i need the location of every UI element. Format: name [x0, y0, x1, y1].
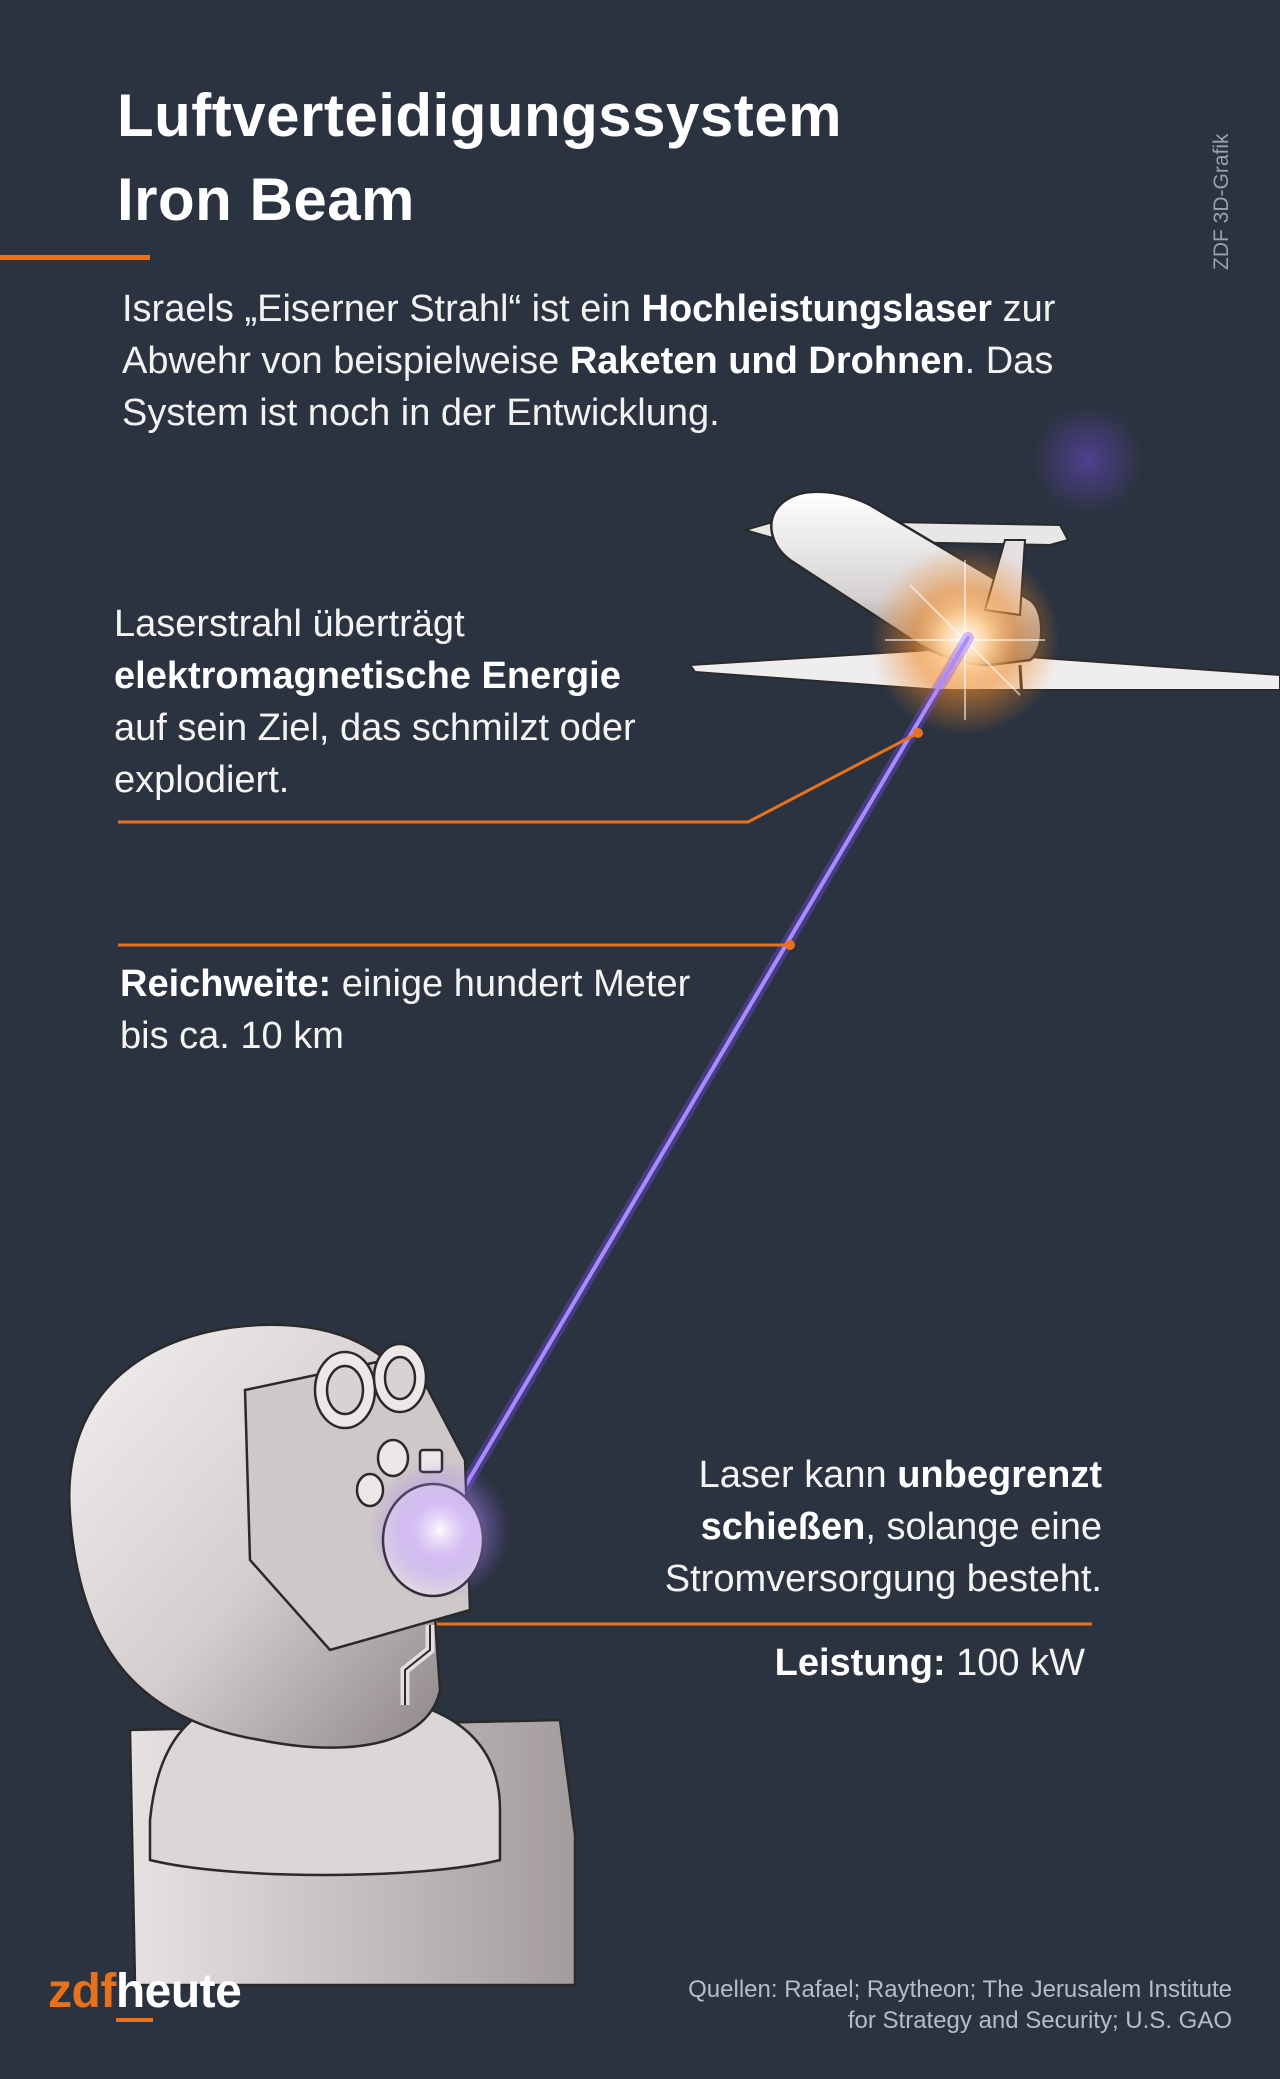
callout-text: einige hundert Meter bis ca. 10 km	[120, 963, 691, 1057]
callout-highlight: elektromagnetische Energie	[114, 655, 621, 697]
intro-text-part: . Das System ist noch in der Entwicklung…	[122, 340, 1054, 434]
title-accent-bar	[0, 255, 150, 260]
laser-beam	[443, 636, 970, 1522]
emitter-glow	[370, 1460, 510, 1600]
intro-text-part: Israels „Eiserner Strahl“ ist ein	[122, 288, 642, 330]
callout-unlimited-shots: Laser kann unbegrenzt schießen, solange …	[560, 1449, 1102, 1605]
callout-text: 100 kW	[945, 1642, 1085, 1684]
callout-text: auf sein Ziel, das schmilzt oder explodi…	[114, 707, 636, 801]
callout-laser-energy: Laserstrahl überträgt elektromagnetische…	[114, 598, 674, 806]
intro-highlight-targets: Raketen und Drohnen	[569, 340, 965, 382]
sources: Quellen: Rafael; Raytheon; The Jerusalem…	[560, 1974, 1232, 2036]
logo-zdf: zdf	[48, 1965, 116, 2018]
intro-highlight-laser: Hochleistungslaser	[641, 288, 993, 330]
callout-highlight: Reichweite:	[120, 963, 332, 1005]
sources-line-2: for Strategy and Security; U.S. GAO	[847, 2007, 1232, 2034]
callout-highlight: Leistung:	[774, 1642, 946, 1684]
callout-highlight: unbegrenzt schießen	[700, 1454, 1102, 1548]
intro-text-part: zur Abwehr von beispielweise	[122, 288, 1056, 382]
sources-line-1: Quellen: Rafael; Raytheon; The Jerusalem…	[688, 1976, 1232, 2003]
callout-text: Laser kann	[698, 1454, 898, 1496]
callout-text: Laserstrahl überträgt	[114, 603, 465, 645]
laser-turret	[67, 1323, 577, 1987]
title-line-1: Luftverteidigungssystem	[117, 82, 842, 149]
callout-range: Reichweite: einige hundert Meter bis ca.…	[120, 958, 740, 1062]
logo-heute: heute	[115, 1965, 242, 2018]
callout-power: Leistung: 100 kW	[560, 1637, 1085, 1689]
haze	[1033, 405, 1143, 515]
title-line-2: Iron Beam	[117, 166, 415, 233]
intro-text: Israels „Eiserner Strahl“ ist ein Hochle…	[122, 283, 1182, 439]
page-title: Luftverteidigungssystem Iron Beam	[117, 74, 842, 242]
callout-text: , solange eine Stromversorgung besteht.	[664, 1506, 1102, 1600]
zdfheute-logo: zdfheute	[48, 1964, 242, 2019]
graphic-credit: ZDF 3D-Grafik	[1210, 133, 1233, 271]
